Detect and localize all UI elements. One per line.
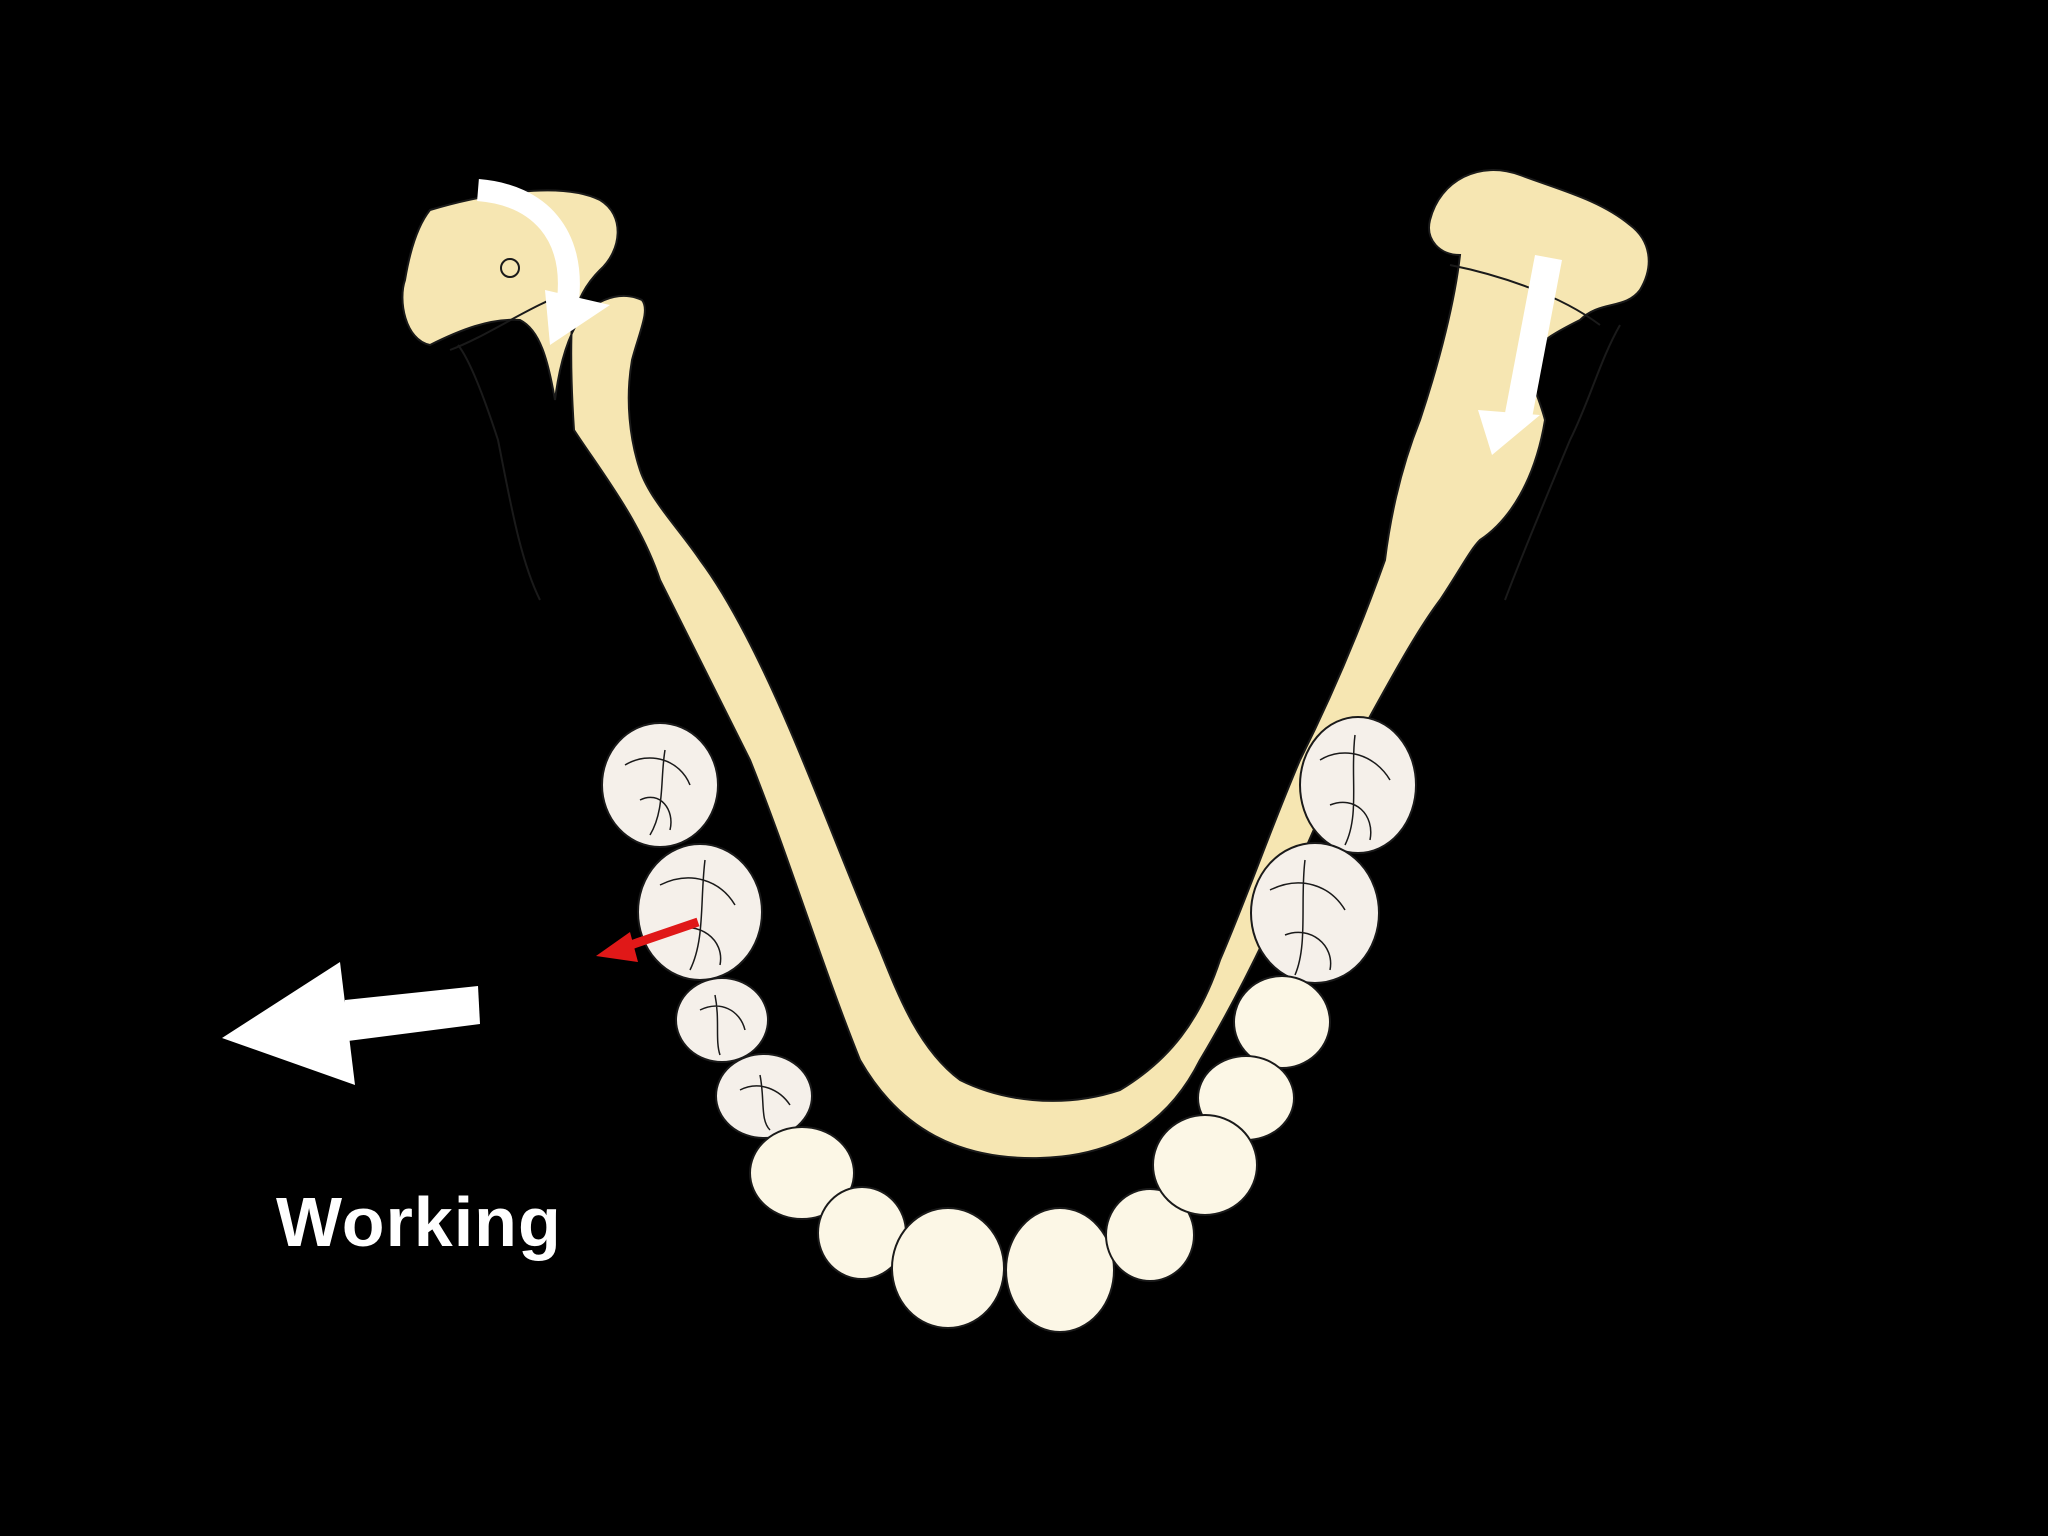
right-posterior-teeth: [1250, 716, 1417, 984]
right-molar-fissures: [1269, 734, 1391, 976]
right-premolar-1: [1233, 975, 1331, 1069]
left-canine: [749, 1126, 855, 1220]
left-premolar-1: [675, 977, 769, 1063]
left-arrow-icon: [222, 962, 480, 1085]
down-arrow-icon: [1478, 255, 1562, 455]
anterior-teeth: [749, 1114, 1258, 1333]
right-molar-1: [1299, 716, 1417, 854]
right-ramus-line: [1504, 324, 1621, 601]
right-condyle-line: [1449, 264, 1601, 326]
red-arrow-icon: [596, 917, 700, 962]
left-posterior-teeth: [601, 722, 813, 1139]
left-molar-2: [637, 843, 763, 981]
right-molar-2: [1250, 842, 1380, 984]
left-molar-1: [601, 722, 719, 848]
left-central-incisor: [891, 1207, 1005, 1329]
working-side-label: Working: [276, 1183, 562, 1261]
mandible-bone: [401, 169, 1650, 1160]
left-molar-fissures: [624, 749, 791, 1131]
curved-rotation-arrow-icon: [476, 179, 610, 345]
left-ramus-line: [457, 344, 541, 601]
right-lateral-incisor: [1105, 1188, 1195, 1282]
condyle-marker: [500, 258, 520, 278]
right-canine: [1152, 1114, 1258, 1216]
right-central-incisor: [1005, 1207, 1115, 1333]
left-premolar-2: [715, 1053, 813, 1139]
